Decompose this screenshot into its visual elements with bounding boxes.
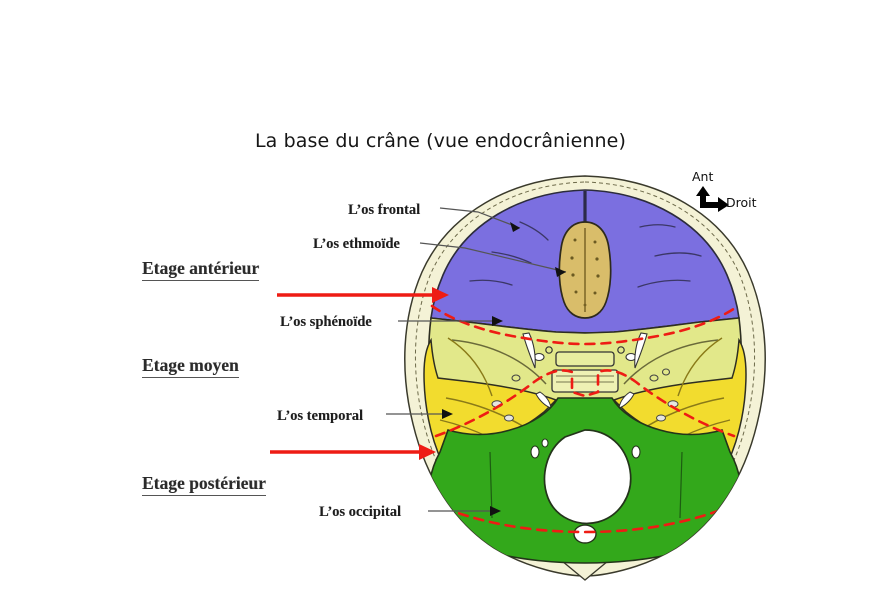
bone-region-ethmoid [558,221,612,319]
fossa-boundary-dashed-lines [430,304,740,534]
compass-label-anterior: Ant [692,169,714,184]
stage-label-middle: Etage moyen [142,355,239,378]
stage-label-anterior: Etage antérieur [142,258,260,281]
orientation-compass-arrows [696,186,729,212]
foramen-magnum [543,429,632,525]
page-title: La base du crâne (vue endocrânienne) [255,130,626,152]
stage-pointer-anterior [277,287,449,303]
compass-label-right: Droit [726,195,757,210]
stage-label-posterior: Etage postérieur [142,473,266,496]
bone-label-sphenoid: L’os sphénoïde [280,314,372,330]
bone-label-ethmoid: L’os ethmoïde [313,236,400,252]
leader-arrowheads [442,222,566,516]
stage-pointer-arrows [270,287,449,460]
bone-region-occipital [427,397,743,564]
bone-label-frontal: L’os frontal [348,202,421,218]
leader-lines [386,207,567,512]
bone-label-occipital: L’os occipital [319,504,402,520]
bone-label-temporal: L’os temporal [277,408,364,424]
stage-pointer-posterior [270,444,436,460]
